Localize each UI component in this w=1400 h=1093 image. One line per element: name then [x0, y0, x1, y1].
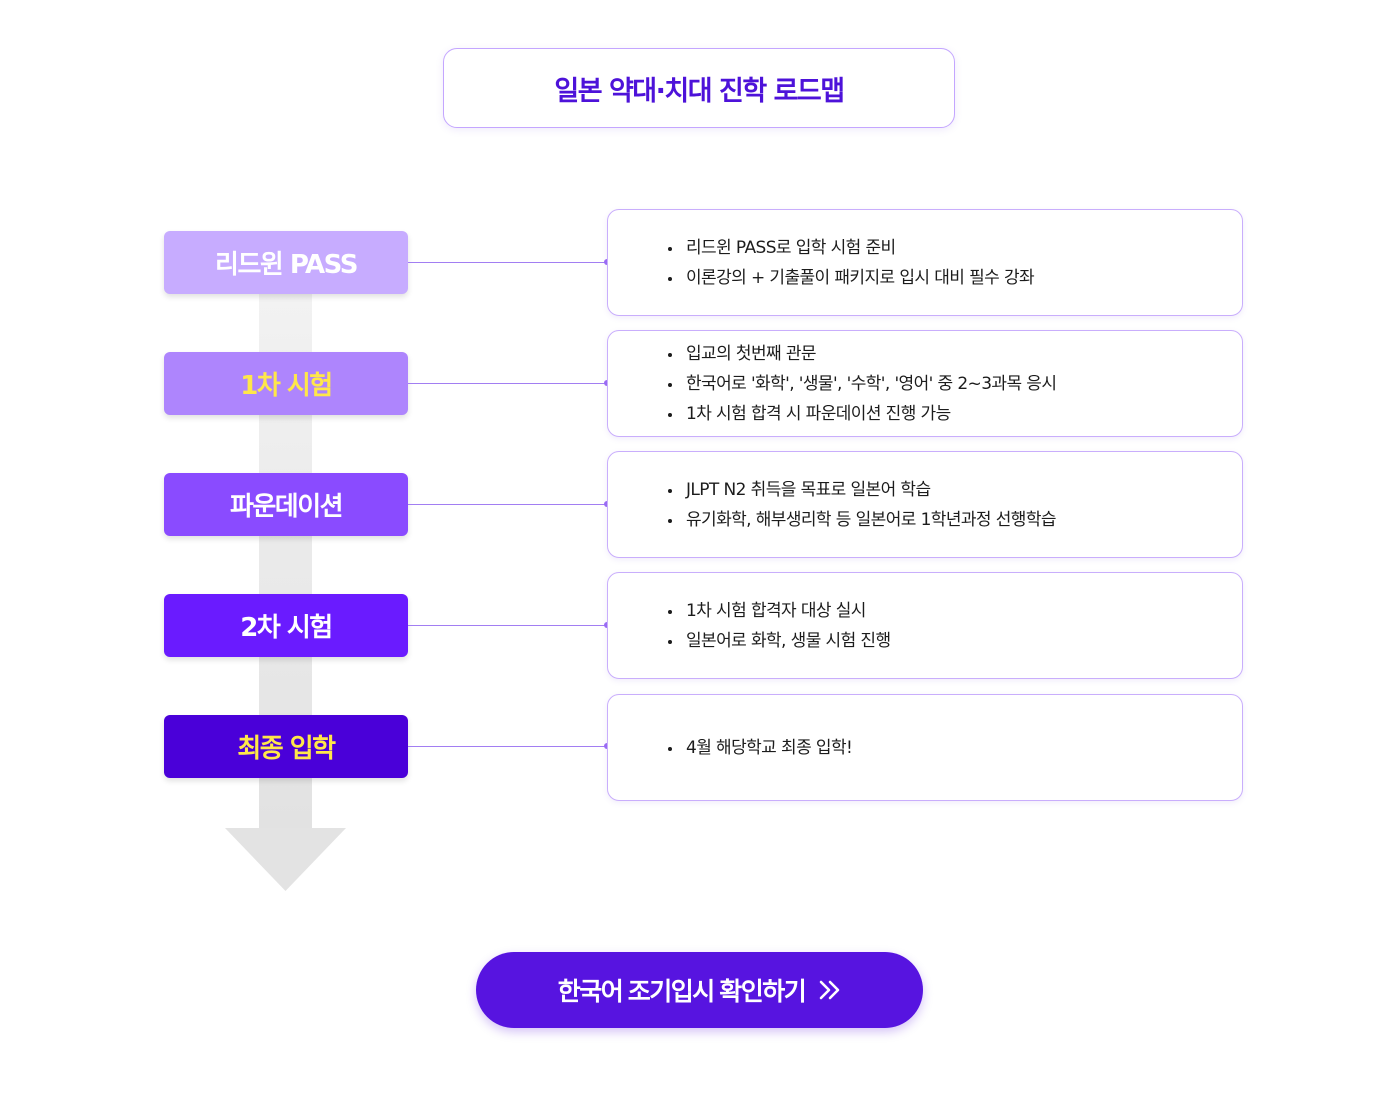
bullet-item: 4월 해당학교 최종 입학! — [668, 733, 853, 763]
connector-line — [408, 625, 607, 626]
step-label: 1차 시험 — [240, 371, 333, 401]
step-foundation: 파운데이션 — [164, 473, 408, 536]
bullet-item: 일본어로 화학, 생물 시험 진행 — [668, 626, 891, 656]
bullet-item: 한국어로 '화학', '생물', '수학', '영어' 중 2~3과목 응시 — [668, 369, 1057, 399]
step-first-exam: 1차 시험 — [164, 352, 408, 415]
step-label: 파운데이션 — [229, 492, 344, 522]
roadmap-title-box: 일본 약대·치대 진학 로드맵 — [443, 48, 955, 128]
connector-line — [408, 383, 607, 384]
arrow-down-icon — [225, 828, 346, 891]
double-chevron-right-icon — [819, 980, 841, 1000]
step-detail-card: JLPT N2 취득을 목표로 일본어 학습 유기화학, 해부생리학 등 일본어… — [607, 451, 1243, 558]
korean-early-admission-button[interactable]: 한국어 조기입시 확인하기 — [476, 952, 923, 1028]
bullet-item: 1차 시험 합격자 대상 실시 — [668, 596, 891, 626]
step-pass: 리드윈 PASS — [164, 231, 408, 294]
step-label: 최종 입학 — [237, 734, 336, 764]
bullet-item: JLPT N2 취득을 목표로 일본어 학습 — [668, 475, 1056, 505]
bullet-list: 리드윈 PASS로 입학 시험 준비 이론강의 + 기출풀이 패키지로 입시 대… — [608, 233, 1035, 293]
bullet-list: 4월 해당학교 최종 입학! — [608, 733, 853, 763]
step-label: 리드윈 PASS — [215, 250, 358, 280]
connector-line — [408, 746, 607, 747]
step-final-admission: 최종 입학 — [164, 715, 408, 778]
bullet-item: 입교의 첫번째 관문 — [668, 339, 1056, 369]
bullet-item: 유기화학, 해부생리학 등 일본어로 1학년과정 선행학습 — [668, 505, 1057, 535]
cta-label: 한국어 조기입시 확인하기 — [557, 978, 807, 1006]
step-detail-card: 입교의 첫번째 관문 한국어로 '화학', '생물', '수학', '영어' 중… — [607, 330, 1243, 437]
bullet-item: 이론강의 + 기출풀이 패키지로 입시 대비 필수 강좌 — [668, 263, 1035, 293]
bullet-item: 1차 시험 합격 시 파운데이션 진행 가능 — [668, 399, 1056, 429]
step-detail-card: 리드윈 PASS로 입학 시험 준비 이론강의 + 기출풀이 패키지로 입시 대… — [607, 209, 1243, 316]
connector-line — [408, 262, 607, 263]
page-title: 일본 약대·치대 진학 로드맵 — [554, 75, 845, 107]
bullet-list: JLPT N2 취득을 목표로 일본어 학습 유기화학, 해부생리학 등 일본어… — [608, 475, 1057, 535]
bullet-item: 리드윈 PASS로 입학 시험 준비 — [668, 233, 1034, 263]
bullet-list: 입교의 첫번째 관문 한국어로 '화학', '생물', '수학', '영어' 중… — [608, 339, 1057, 429]
bullet-list: 1차 시험 합격자 대상 실시 일본어로 화학, 생물 시험 진행 — [608, 596, 891, 656]
connector-line — [408, 504, 607, 505]
step-detail-card: 4월 해당학교 최종 입학! — [607, 694, 1243, 801]
step-second-exam: 2차 시험 — [164, 594, 408, 657]
step-detail-card: 1차 시험 합격자 대상 실시 일본어로 화학, 생물 시험 진행 — [607, 572, 1243, 679]
step-label: 2차 시험 — [240, 613, 333, 643]
